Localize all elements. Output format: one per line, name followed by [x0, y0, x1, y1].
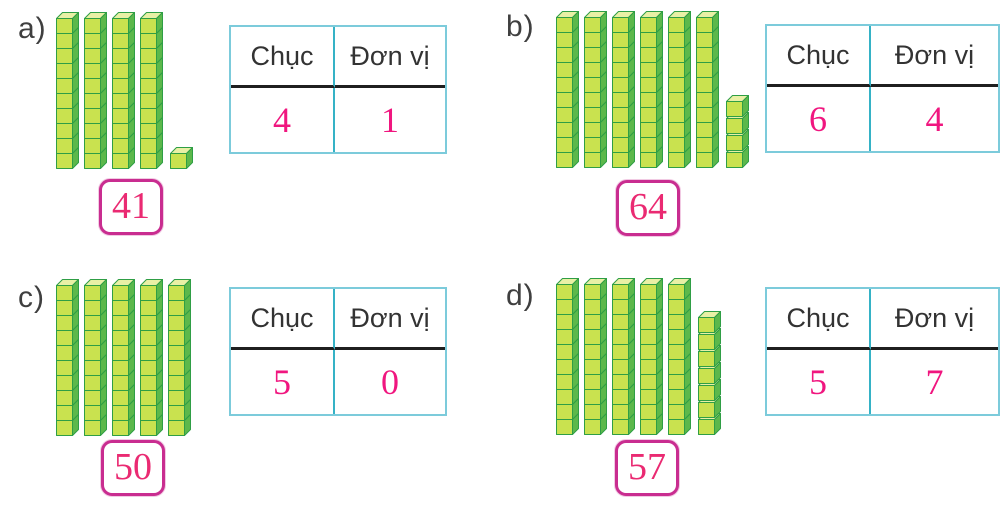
tens-value: 4: [231, 88, 335, 152]
number-box: 41: [99, 179, 163, 235]
tens-rod: [668, 278, 691, 435]
unit-cubes: [726, 95, 749, 168]
tens-rod: [696, 11, 719, 168]
number-box: 57: [615, 440, 679, 496]
tens-rod: [140, 279, 163, 436]
tens-value: 5: [231, 350, 335, 414]
number-value: 50: [114, 446, 152, 488]
tens-rod: [556, 11, 579, 168]
tens-rod: [556, 278, 579, 435]
base-ten-blocks: [556, 278, 721, 436]
number-box: 64: [616, 180, 680, 236]
number-box: 50: [101, 440, 165, 496]
units-header: Đơn vị: [871, 289, 998, 350]
units-value: 4: [871, 87, 998, 151]
base-ten-blocks: [556, 11, 749, 169]
units-value: 7: [871, 350, 998, 414]
tens-header: Chục: [767, 26, 871, 87]
tens-rod: [112, 12, 135, 169]
tens-value: 5: [767, 350, 871, 414]
tens-value: 6: [767, 87, 871, 151]
tens-rod: [584, 11, 607, 168]
tens-header: Chục: [767, 289, 871, 350]
tens-rod: [640, 278, 663, 435]
units-value: 0: [335, 350, 445, 414]
place-value-table: Chục Đơn vị 6 4: [765, 24, 1000, 153]
number-value: 57: [628, 446, 666, 488]
place-value-table: Chục Đơn vị 5 0: [229, 287, 447, 416]
units-header: Đơn vị: [335, 27, 445, 88]
tens-rod: [612, 278, 635, 435]
tens-rod: [668, 11, 691, 168]
base-ten-blocks: [56, 279, 191, 437]
tens-rod: [84, 279, 107, 436]
tens-rod: [640, 11, 663, 168]
tens-rod: [140, 12, 163, 169]
problem-label: b): [506, 10, 535, 43]
tens-header: Chục: [231, 289, 335, 350]
tens-header: Chục: [231, 27, 335, 88]
units-header: Đơn vị: [871, 26, 998, 87]
problem-label: d): [506, 279, 535, 312]
place-value-table: Chục Đơn vị 5 7: [765, 287, 1000, 416]
tens-rod: [56, 12, 79, 169]
units-value: 1: [335, 88, 445, 152]
unit-cubes: [698, 311, 721, 435]
number-value: 41: [112, 185, 150, 227]
number-value: 64: [629, 186, 667, 228]
tens-rod: [112, 279, 135, 436]
unit-cubes: [170, 147, 193, 169]
place-value-table: Chục Đơn vị 4 1: [229, 25, 447, 154]
tens-rod: [584, 278, 607, 435]
tens-rod: [612, 11, 635, 168]
tens-rod: [56, 279, 79, 436]
tens-rod: [84, 12, 107, 169]
tens-rod: [168, 279, 191, 436]
problem-label: a): [18, 12, 47, 45]
problem-label: c): [18, 281, 45, 314]
units-header: Đơn vị: [335, 289, 445, 350]
base-ten-blocks: [56, 12, 193, 170]
